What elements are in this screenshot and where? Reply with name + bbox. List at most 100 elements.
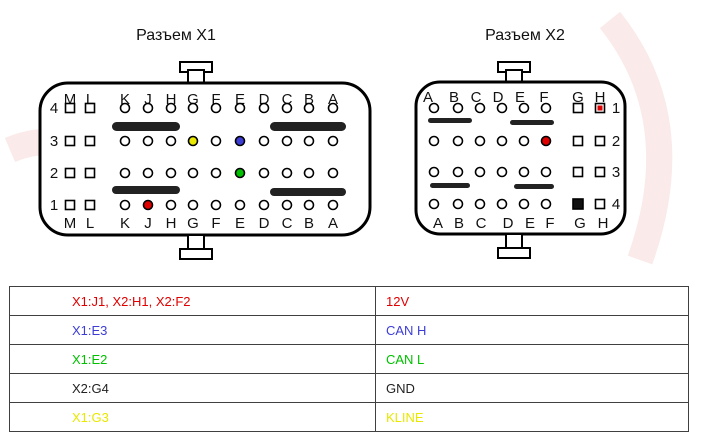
x2-pin-square xyxy=(594,135,606,147)
x2-pin-square xyxy=(594,198,606,210)
x1-connector-body xyxy=(38,61,372,260)
pin-list-cell: X1:J1, X2:H1, X2:F2 xyxy=(9,286,376,316)
x2-col-letter-top: E xyxy=(515,89,525,106)
x2-pin xyxy=(474,198,486,210)
x1-col-letter-bottom: J xyxy=(144,215,152,232)
x1-col-letter-top: H xyxy=(166,91,177,108)
x1-pin xyxy=(234,199,246,211)
x1-col-letter-bottom: L xyxy=(86,215,94,232)
x1-pin xyxy=(234,102,246,114)
x1-col-letter-bottom: B xyxy=(304,215,314,232)
signal-name-cell: CAN H xyxy=(375,315,689,345)
x1-pin xyxy=(258,102,270,114)
x2-col-letter-bottom: A xyxy=(433,215,443,232)
x2-col-letter-top: C xyxy=(471,89,482,106)
x2-pin xyxy=(474,166,486,178)
x1-row-number: 1 xyxy=(50,197,58,214)
signal-name-cell: KLINE xyxy=(375,402,689,432)
x2-pin-square xyxy=(572,198,584,210)
x1-row-number: 3 xyxy=(50,133,58,150)
x1-col-letter-bottom: A xyxy=(328,215,338,232)
x2-pin xyxy=(518,198,530,210)
x2-pin xyxy=(452,135,464,147)
x1-pin xyxy=(187,135,199,147)
x1-pin xyxy=(281,135,293,147)
x1-pin xyxy=(210,167,222,179)
x1-pins xyxy=(64,102,339,211)
x1-pin-square xyxy=(64,135,76,147)
x1-pin xyxy=(258,135,270,147)
x1-pin xyxy=(258,167,270,179)
x2-col-letter-top: F xyxy=(539,89,548,106)
x1-pin xyxy=(327,135,339,147)
x2-col-letter-bottom: B xyxy=(454,215,464,232)
x2-col-letter-top: D xyxy=(493,89,504,106)
x2-col-letter-top: G xyxy=(572,89,584,106)
pin-list-cell: X1:E2 xyxy=(9,344,376,374)
x1-pin xyxy=(187,199,199,211)
x2-title: Разъем X2 xyxy=(485,27,565,44)
x2-row-number: 4 xyxy=(612,196,620,213)
x2-keys xyxy=(428,118,554,189)
x2-row-number: 1 xyxy=(612,100,620,117)
x1-pin xyxy=(187,102,199,114)
x1-pin xyxy=(187,167,199,179)
x1-keys xyxy=(112,122,346,196)
x2-pin xyxy=(428,198,440,210)
x1-col-letter-top: D xyxy=(259,91,270,108)
x2-pin xyxy=(474,135,486,147)
x1-pin xyxy=(281,167,293,179)
x2-pin xyxy=(428,135,440,147)
pin-list-cell: X2:G4 xyxy=(9,373,376,403)
x2-col-letter-top: H xyxy=(595,89,606,106)
x2-col-letter-top: A xyxy=(423,89,433,106)
x1-pin xyxy=(234,167,246,179)
x2-pin xyxy=(474,102,486,114)
x2-pin-square xyxy=(594,102,606,114)
x1-pin xyxy=(142,102,154,114)
x1-pin xyxy=(303,102,315,114)
x1-pin xyxy=(281,199,293,211)
x2-pin xyxy=(540,135,552,147)
x2-pin xyxy=(496,166,508,178)
x2-pin xyxy=(518,135,530,147)
x1-title: Разъем X1 xyxy=(136,27,216,44)
x1-col-letter-top: A xyxy=(328,91,338,108)
x1-pin-square xyxy=(64,102,76,114)
x1-col-letter-bottom: M xyxy=(64,215,77,232)
x1-pin xyxy=(303,199,315,211)
x1-col-letter-top: E xyxy=(235,91,245,108)
x2-pin-square xyxy=(572,135,584,147)
x2-col-letter-bottom: D xyxy=(503,215,514,232)
x2-pin xyxy=(540,102,552,114)
x1-col-letter-bottom: E xyxy=(235,215,245,232)
x1-pin xyxy=(119,135,131,147)
x2-col-letter-bottom: G xyxy=(574,215,586,232)
x2-col-letter-bottom: F xyxy=(545,215,554,232)
x1-pin xyxy=(327,102,339,114)
x1-pin xyxy=(165,199,177,211)
x2-pin xyxy=(452,166,464,178)
x2-pin xyxy=(452,102,464,114)
x1-col-letter-top: C xyxy=(282,91,293,108)
x1-col-letter-top: G xyxy=(187,91,199,108)
x1-pin xyxy=(327,199,339,211)
x1-pin xyxy=(142,199,154,211)
x2-pin xyxy=(518,166,530,178)
x1-pin xyxy=(210,102,222,114)
x1-col-letter-top: F xyxy=(211,91,220,108)
x1-col-letter-bottom: D xyxy=(259,215,270,232)
signal-name-cell: GND xyxy=(375,373,689,403)
x2-pin xyxy=(496,135,508,147)
x2-pin xyxy=(540,166,552,178)
x1-pin xyxy=(119,102,131,114)
x1-col-letter-top: B xyxy=(304,91,314,108)
x1-pin xyxy=(210,199,222,211)
x1-pin xyxy=(142,167,154,179)
x1-pin-square xyxy=(84,167,96,179)
x1-pin xyxy=(303,167,315,179)
